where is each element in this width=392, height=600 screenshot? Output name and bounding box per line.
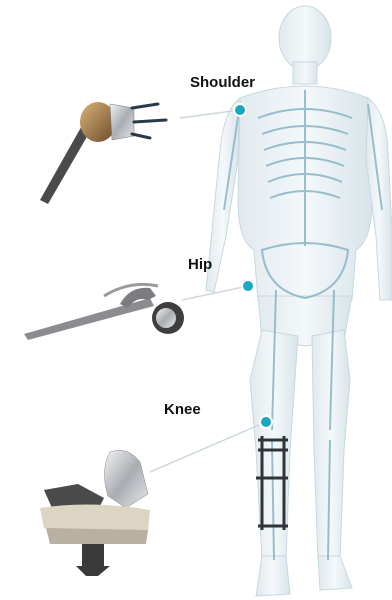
knee-marker	[260, 416, 272, 428]
knee-label: Knee	[164, 401, 201, 418]
shoulder-marker	[234, 104, 246, 116]
knee-connector	[150, 422, 266, 472]
hip-marker	[242, 280, 254, 292]
shoulder-label: Shoulder	[190, 74, 255, 91]
human-skeleton-figure	[206, 6, 392, 596]
hip-label: Hip	[188, 256, 212, 273]
knee-implant	[40, 450, 150, 576]
shoulder-implant	[40, 102, 166, 204]
hip-implant	[24, 284, 184, 340]
